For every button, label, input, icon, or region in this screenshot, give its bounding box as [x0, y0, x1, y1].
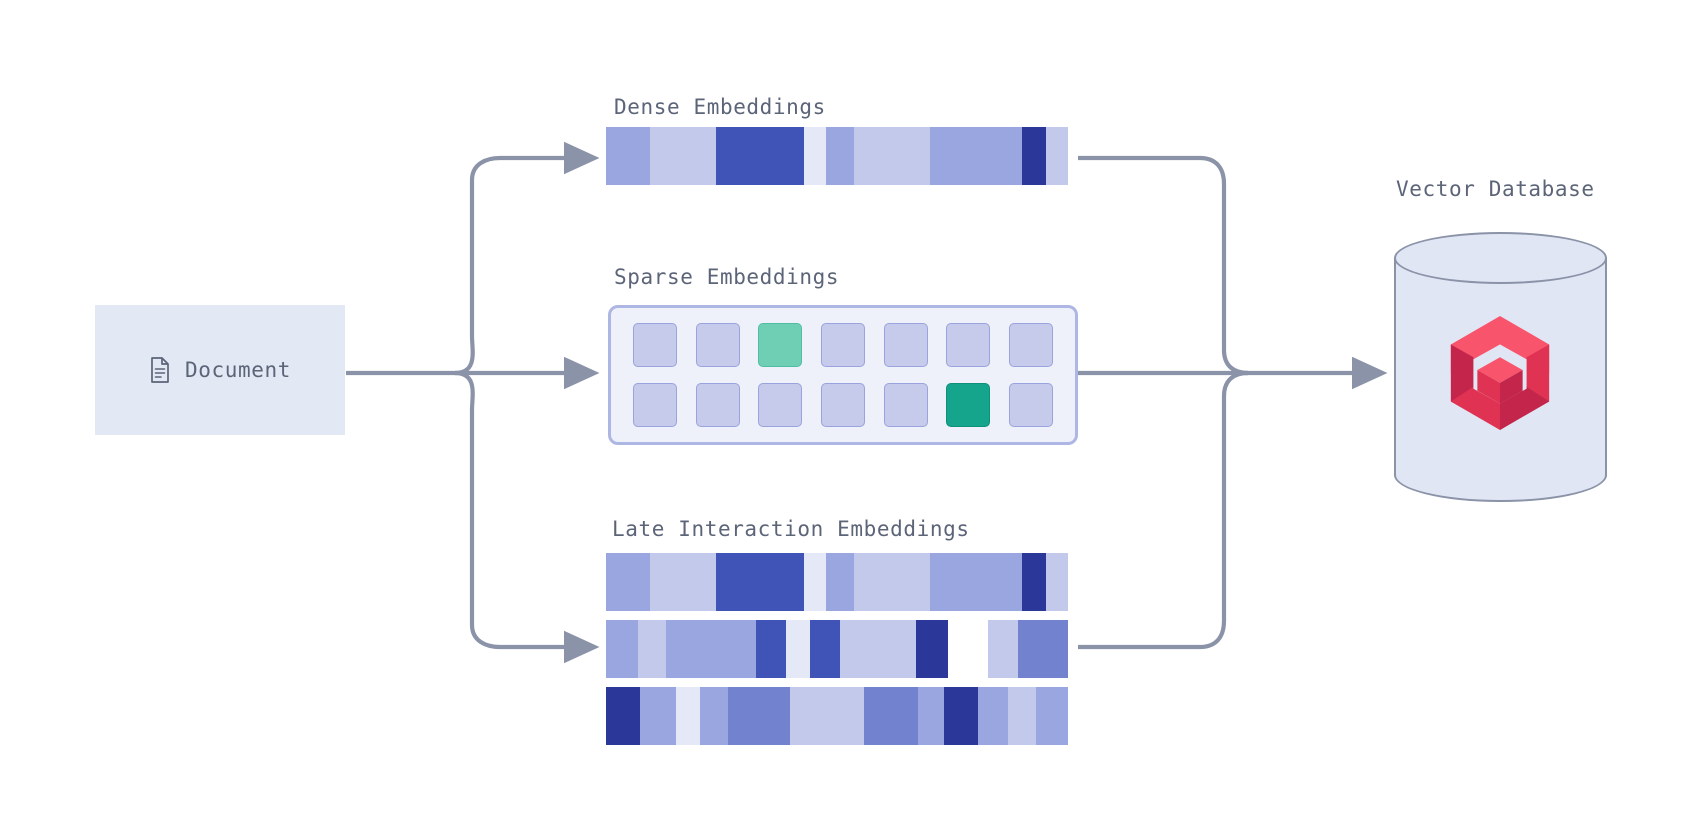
- sparse-cell: [883, 323, 928, 367]
- embedding-segment: [650, 127, 716, 185]
- embedding-segment: [1046, 553, 1068, 611]
- embedding-segment: [606, 687, 640, 745]
- embedding-segment: [676, 687, 700, 745]
- embedding-segment: [804, 553, 826, 611]
- embedding-segment: [930, 553, 1022, 611]
- document-label: Document: [185, 358, 291, 382]
- embedding-segment: [650, 553, 716, 611]
- sparse-cell: [1008, 323, 1053, 367]
- embedding-segment: [826, 127, 854, 185]
- embedding-segment: [638, 620, 666, 678]
- embedding-segment: [854, 553, 930, 611]
- sparse-embeddings-title: Sparse Embeddings: [614, 265, 840, 289]
- sparse-cell: [820, 383, 865, 427]
- embedding-segment: [804, 127, 826, 185]
- sparse-cell: [1008, 383, 1053, 427]
- sparse-cell: [633, 323, 677, 367]
- embedding-segment: [716, 127, 804, 185]
- sparse-cell: [695, 323, 740, 367]
- cylinder-bottom: [1394, 448, 1607, 502]
- dense-embedding-bar: [606, 127, 1068, 185]
- qdrant-logo-icon: [1450, 315, 1550, 431]
- sparse-cell: [695, 383, 740, 427]
- embedding-segment: [640, 687, 676, 745]
- cylinder-top-ellipse: [1394, 232, 1607, 284]
- embedding-segment: [930, 127, 1022, 185]
- embedding-segment: [700, 687, 728, 745]
- embedding-segment: [756, 620, 786, 678]
- sparse-cell: [758, 383, 803, 427]
- embedding-segment: [790, 687, 864, 745]
- dense-embeddings-title: Dense Embeddings: [614, 95, 826, 119]
- document-node[interactable]: Document: [95, 305, 345, 435]
- sparse-cell: [820, 323, 865, 367]
- embedding-segment: [1022, 127, 1046, 185]
- sparse-cell: [946, 383, 991, 427]
- sparse-cell: [758, 323, 803, 367]
- late-interaction-row: [606, 620, 1068, 678]
- sparse-cell: [946, 323, 991, 367]
- embedding-segment: [728, 687, 790, 745]
- sparse-embedding-grid: [608, 305, 1078, 445]
- late-interaction-embeddings-title: Late Interaction Embeddings: [612, 517, 970, 541]
- embedding-segment: [1046, 127, 1068, 185]
- sparse-row: [633, 383, 1053, 427]
- embedding-segment: [978, 687, 1008, 745]
- embedding-segment: [948, 620, 988, 678]
- embedding-segment: [786, 620, 810, 678]
- vector-database-title: Vector Database: [1396, 177, 1595, 201]
- embedding-segment: [1008, 687, 1036, 745]
- embedding-segment: [826, 553, 854, 611]
- embedding-segment: [864, 687, 918, 745]
- document-icon: [151, 357, 169, 383]
- vector-database-cylinder[interactable]: [1394, 232, 1607, 502]
- sparse-cell: [883, 383, 928, 427]
- embedding-segment: [840, 620, 916, 678]
- late-interaction-row: [606, 687, 1068, 745]
- embedding-segment: [1018, 620, 1068, 678]
- embedding-segment: [916, 620, 948, 678]
- embedding-segment: [606, 553, 650, 611]
- embedding-segment: [1022, 553, 1046, 611]
- sparse-row: [633, 323, 1053, 367]
- late-interaction-row: [606, 553, 1068, 611]
- embedding-segment: [810, 620, 840, 678]
- embedding-segment: [918, 687, 944, 745]
- embedding-segment: [666, 620, 756, 678]
- embedding-segment: [716, 553, 804, 611]
- embedding-segment: [854, 127, 930, 185]
- embedding-segment: [988, 620, 1018, 678]
- embedding-segment: [606, 620, 638, 678]
- embedding-segment: [606, 127, 650, 185]
- embedding-segment: [1036, 687, 1068, 745]
- embedding-segment: [944, 687, 978, 745]
- sparse-cell: [633, 383, 677, 427]
